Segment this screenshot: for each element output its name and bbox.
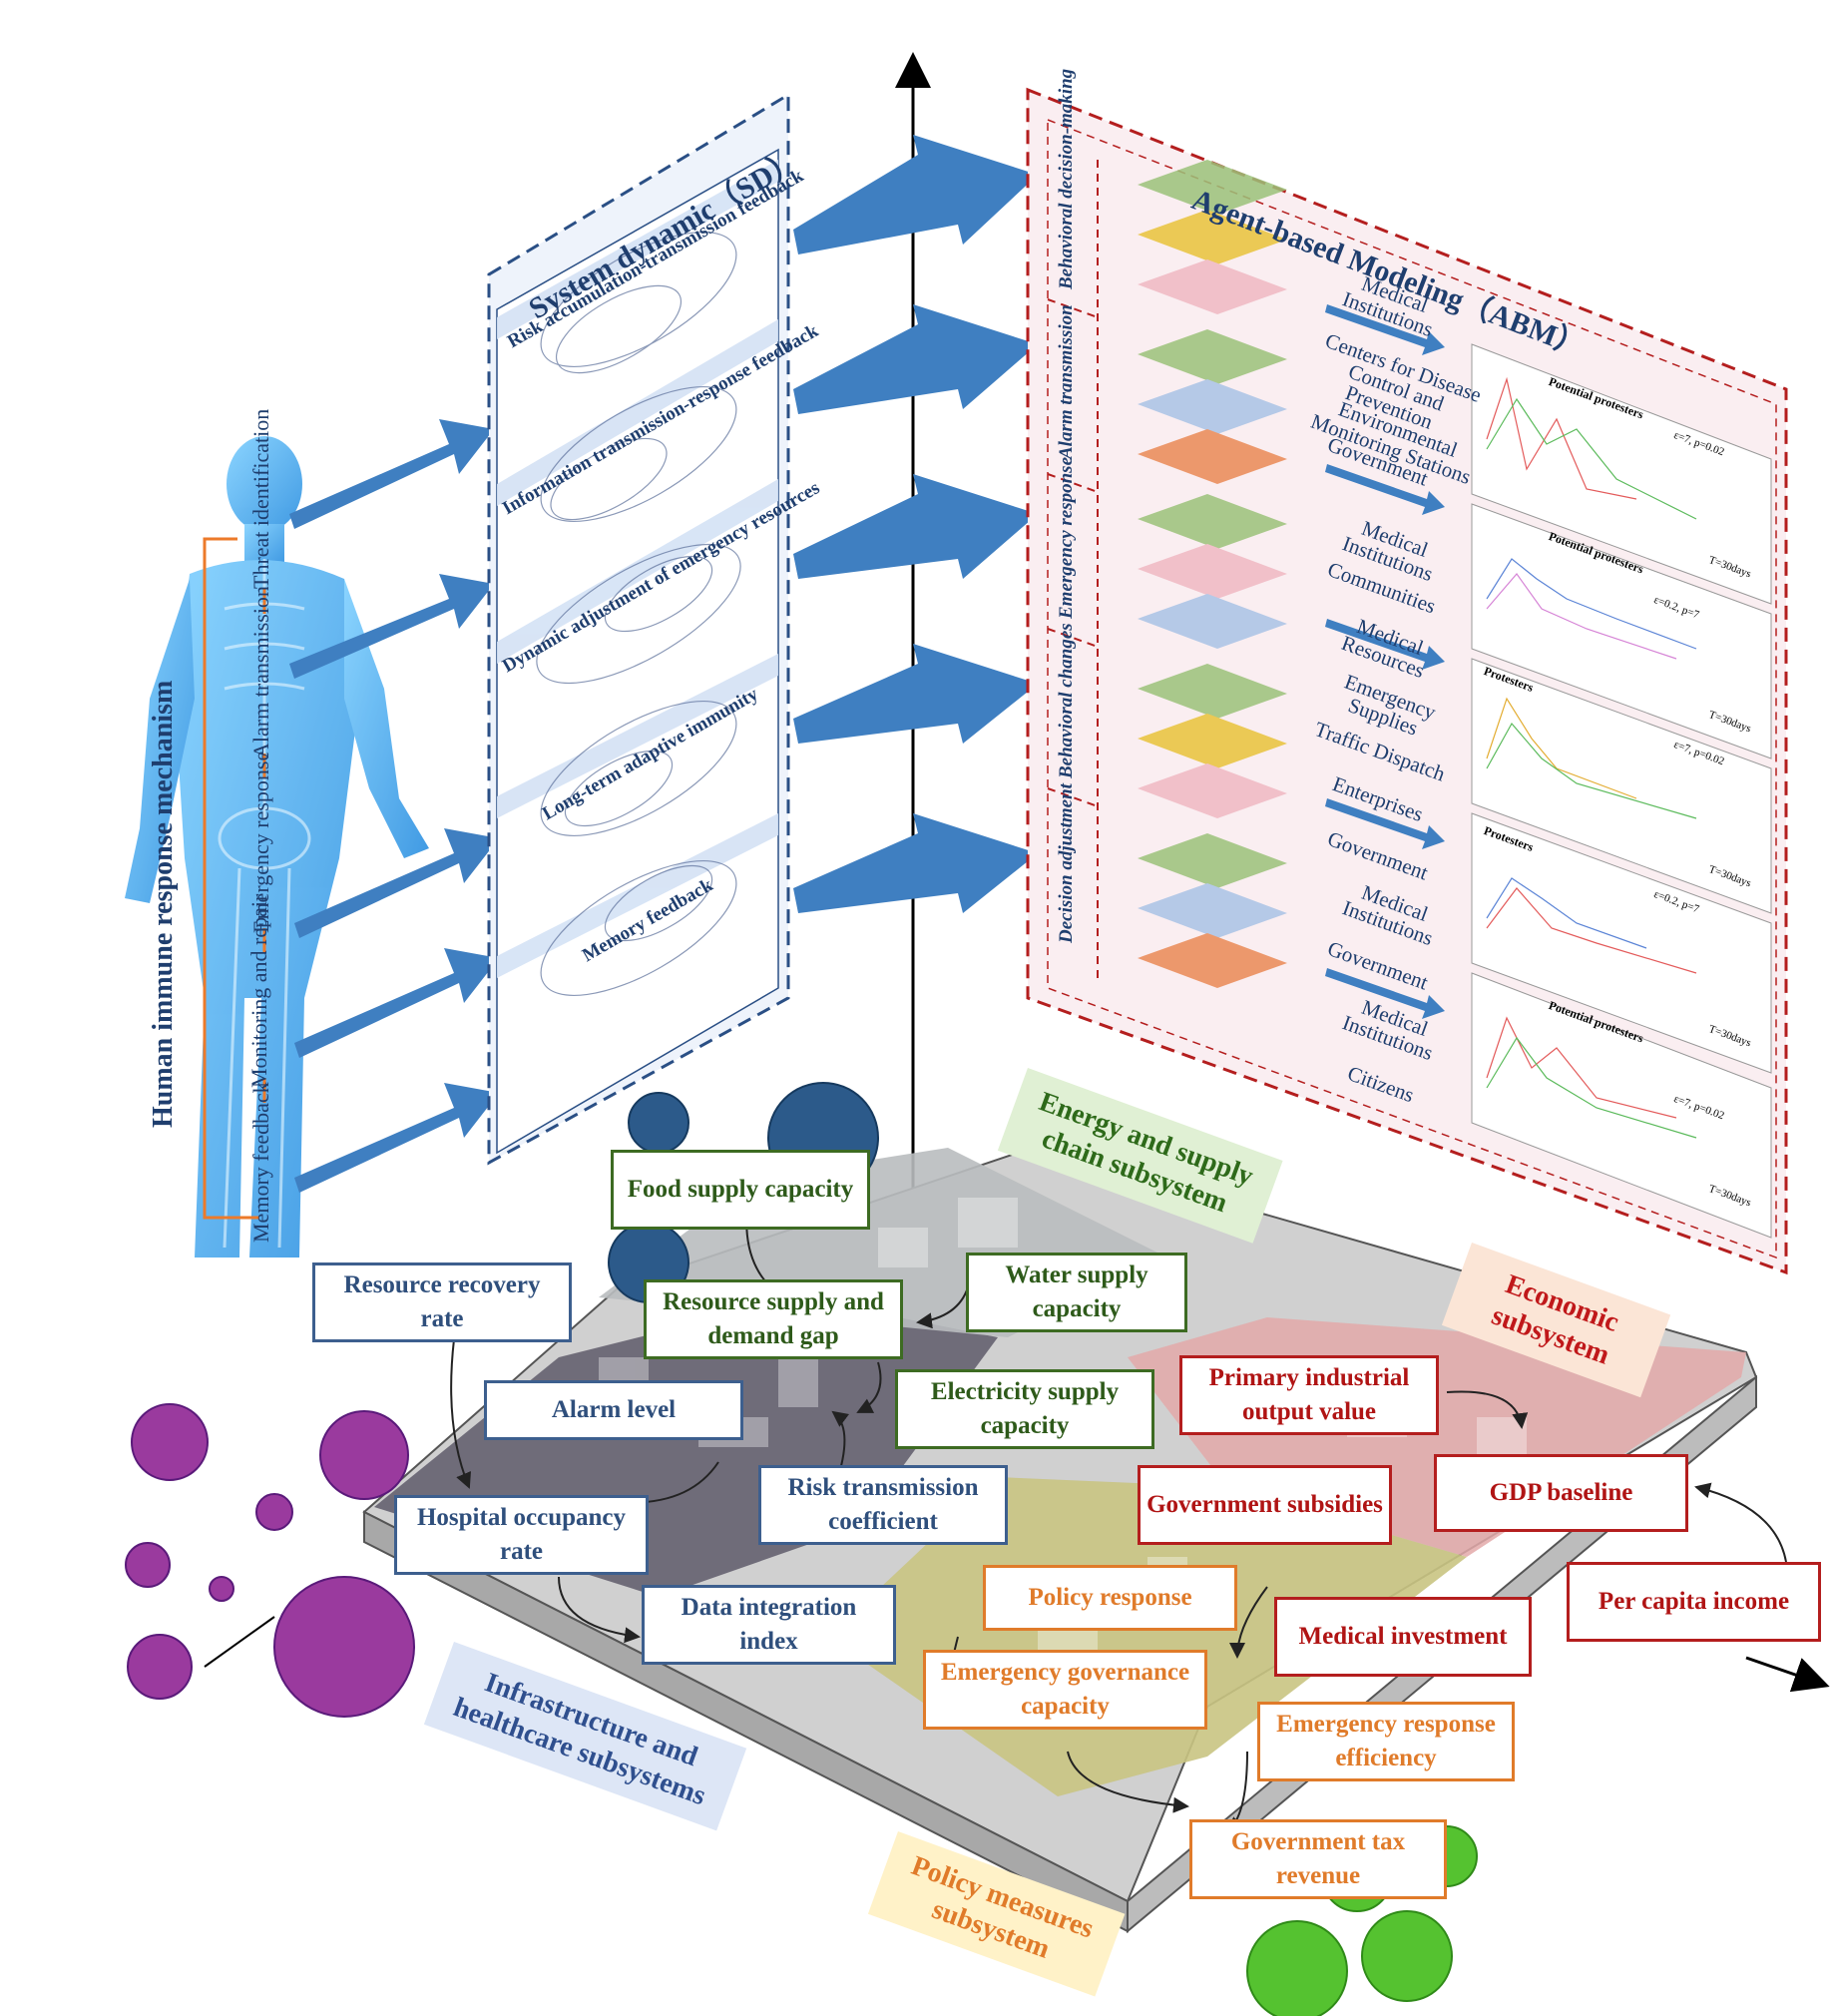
step-memory-feedback: Memory feedback [248, 1082, 273, 1243]
node-food-supply: Food supply capacity [611, 1150, 870, 1230]
node-response-efficiency: Emergency response efficiency [1257, 1702, 1515, 1781]
node-per-capita-income: Per capita income [1567, 1562, 1821, 1642]
node-primary-industrial: Primary industrial output value [1179, 1355, 1439, 1435]
abm-panel [1026, 87, 1788, 1275]
immune-steps-bracket [203, 537, 266, 1220]
node-water-supply: Water supply capacity [966, 1253, 1187, 1332]
horizontal-axis [1745, 1656, 1830, 1693]
step-alarm-transmission: Alarm transmission [248, 586, 273, 758]
human-mechanism-title: Human immune response mechanism [148, 680, 179, 1128]
abm-stage-emergency: Emergency response [1056, 456, 1077, 619]
sd-panel [487, 92, 790, 1166]
node-governance-capacity: Emergency governance capacity [923, 1650, 1207, 1730]
node-government-subsidies: Government subsidies [1138, 1465, 1392, 1545]
node-supply-demand-gap: Resource supply and demand gap [644, 1279, 903, 1359]
step-threat-identification: Threat identification [248, 408, 273, 589]
node-medical-investment: Medical investment [1274, 1597, 1532, 1677]
node-hospital-occupancy: Hospital occupancy rate [394, 1495, 649, 1575]
sd-to-abm-arrows [793, 135, 1038, 913]
node-risk-transmission: Risk transmission coefficient [758, 1465, 1008, 1545]
node-tax-revenue: Government tax revenue [1189, 1819, 1447, 1899]
node-data-integration: Data integration index [642, 1585, 896, 1665]
node-electricity-supply: Electricity supply capacity [895, 1369, 1154, 1449]
abm-stage-alarm: Alarm transmission [1056, 304, 1077, 459]
human-figure [125, 436, 429, 1258]
node-alarm-level: Alarm level [484, 1380, 743, 1440]
abm-stage-decision-making: Behavioral decision-making [1056, 68, 1077, 289]
step-monitoring-repair: Monitoring and repair [246, 893, 271, 1088]
node-resource-recovery: Resource recovery rate [312, 1262, 572, 1342]
human-to-sd-arrows [289, 419, 499, 1193]
abm-stage-behavior: Behavioral changes [1056, 623, 1077, 778]
abm-stage-adjustment: Decision adjustment [1056, 783, 1077, 943]
node-policy-response: Policy response [983, 1565, 1237, 1631]
node-gdp-baseline: GDP baseline [1434, 1454, 1688, 1532]
